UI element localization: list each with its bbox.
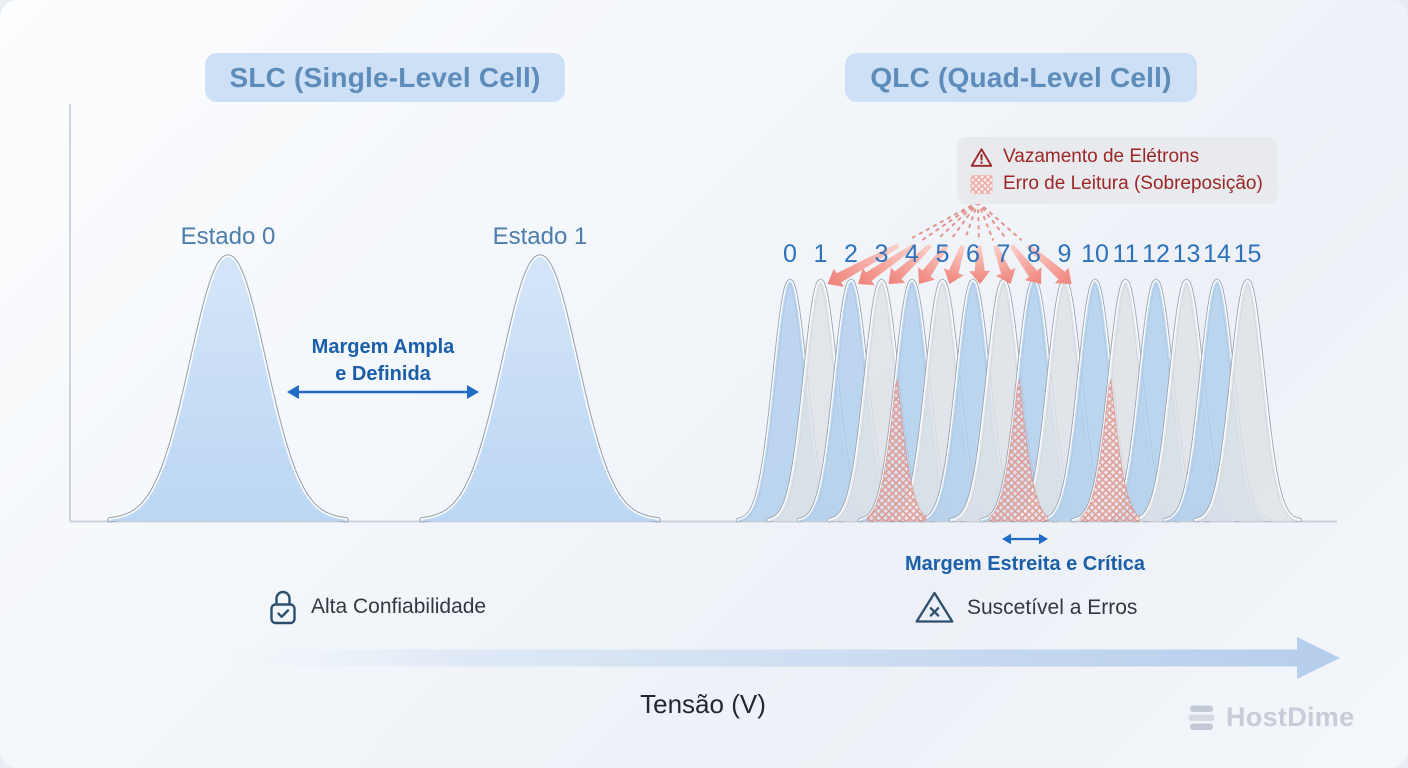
qlc-level-label: 0 (783, 240, 797, 268)
qlc-level-label: 10 (1081, 240, 1109, 268)
qlc-level-label: 8 (1027, 240, 1041, 268)
brand-name: HostDime (1226, 702, 1355, 732)
slc-title-text: SLC (Single-Level Cell) (229, 61, 541, 93)
error-legend: Vazamento de Elétrons Erro de Leitura (S… (957, 137, 1278, 204)
legend-leak-row: Vazamento de Elétrons (970, 146, 1263, 168)
qlc-title-badge: QLC (Quad-Level Cell) (845, 53, 1197, 102)
slc-reliability-note: Alta Confiabilidade (267, 588, 486, 626)
legend-leak-label: Vazamento de Elétrons (1003, 146, 1200, 167)
qlc-error-note: Suscetível a Erros (914, 590, 1137, 625)
triangle-x-icon (915, 591, 954, 623)
qlc-level-label: 6 (966, 240, 980, 268)
qlc-title-text: QLC (Quad-Level Cell) (870, 61, 1172, 93)
qlc-level-label: 14 (1203, 240, 1231, 268)
qlc-level-label: 3 (874, 240, 889, 268)
qlc-margin-label: Margem Estreita e Crítica (904, 553, 1146, 575)
qlc-level-label: 15 (1233, 240, 1262, 268)
lock-check-icon (270, 590, 296, 625)
stacked-layers-icon (1188, 705, 1215, 730)
qlc-level-label: 11 (1112, 240, 1139, 268)
x-axis-label: Tensão (V) (640, 689, 766, 719)
qlc-level-label: 12 (1142, 240, 1170, 268)
qlc-level-label: 2 (844, 240, 858, 268)
qlc-level-label: 1 (813, 240, 828, 268)
slc-margin-line2: e Definida (335, 363, 431, 385)
legend-overlap-row: Erro de Leitura (Sobreposição) (970, 173, 1263, 195)
brand-logo: HostDime (1186, 702, 1354, 733)
qlc-level-label: 5 (935, 240, 950, 268)
slc-margin-label: Margem Ampla e Definida (312, 334, 455, 388)
legend-overlap-label: Erro de Leitura (Sobreposição) (1003, 173, 1263, 194)
crosshatch-swatch-icon (970, 174, 993, 194)
slc-margin-line1: Margem Ampla (311, 336, 455, 358)
warning-triangle-icon (970, 147, 993, 167)
slc-title-badge: SLC (Single-Level Cell) (205, 53, 565, 102)
qlc-level-label: 4 (905, 240, 919, 268)
qlc-note-text: Suscetível a Erros (967, 595, 1138, 619)
qlc-level-label: 7 (996, 240, 1011, 268)
slc-state0-label: Estado 0 (180, 223, 276, 250)
slc-note-text: Alta Confiabilidade (311, 595, 487, 618)
qlc-level-label: 13 (1172, 240, 1201, 268)
slc-state1-label: Estado 1 (492, 223, 588, 250)
qlc-level-label: 9 (1057, 240, 1072, 268)
